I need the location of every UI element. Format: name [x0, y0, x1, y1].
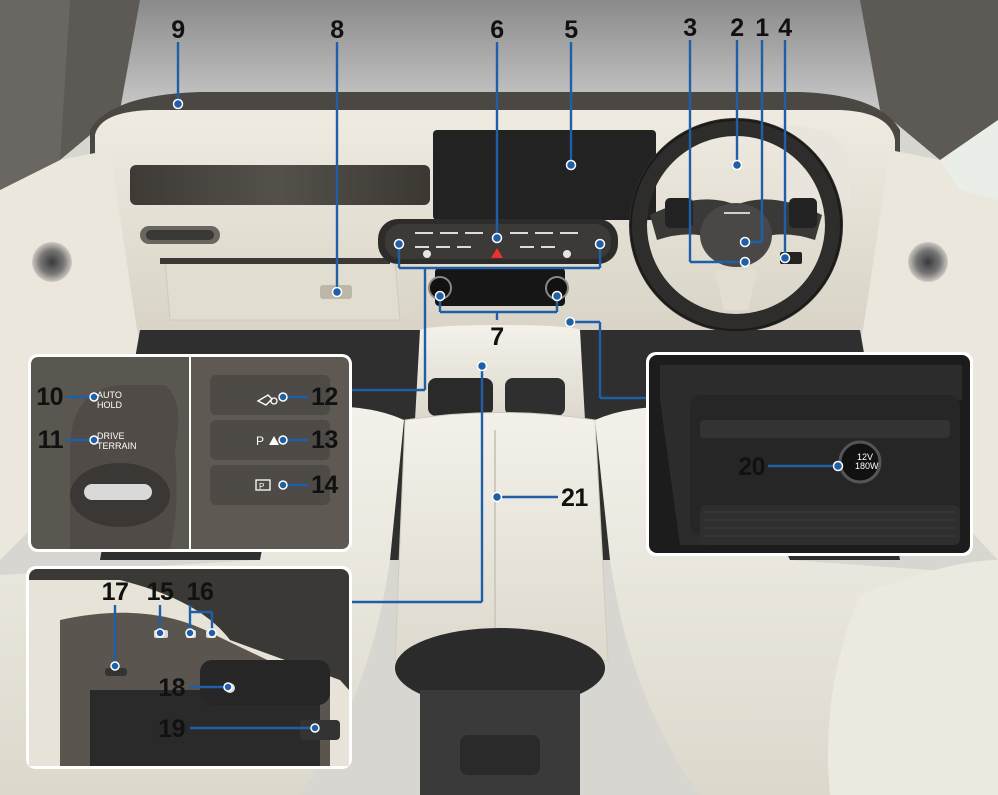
hazard-warning-icon[interactable] [491, 248, 503, 258]
callout-4: 4 [778, 14, 792, 42]
auto-label: AUTO [97, 390, 122, 400]
svg-text:P: P [256, 434, 264, 448]
parking-view-icon[interactable]: P [255, 479, 271, 491]
drive-label: DRIVE [97, 431, 125, 441]
right-air-vent [908, 242, 948, 282]
callout-16: 16 [187, 578, 214, 606]
callout-19: 19 [158, 715, 185, 743]
inset-console-ports [26, 566, 352, 769]
callout-5: 5 [564, 16, 578, 44]
callout-18: 18 [158, 674, 185, 702]
callout-numbers: 1 2 3 4 5 6 7 8 9 10 11 12 13 14 15 16 1… [36, 14, 793, 743]
hold-label: HOLD [97, 400, 123, 410]
parking-assist-icon[interactable]: P [256, 434, 279, 448]
callout-21: 21 [561, 484, 588, 512]
terrain-label: TERRAIN [97, 441, 137, 451]
display-screen [433, 130, 656, 220]
callout-7: 7 [490, 323, 503, 351]
callout-14: 14 [311, 471, 338, 499]
callout-10: 10 [36, 383, 63, 411]
callout-11: 11 [38, 426, 64, 454]
svg-text:P: P [259, 482, 264, 491]
callout-3: 3 [683, 14, 696, 42]
callout-6: 6 [490, 16, 503, 44]
callout-17: 17 [102, 578, 129, 606]
socket-watt-label: 180W [855, 461, 879, 471]
camera-icon[interactable] [256, 394, 278, 406]
inset-drive-controls: AUTO HOLD DRIVE TERRAIN P P [28, 354, 352, 552]
callout-15: 15 [147, 578, 174, 606]
callout-20: 20 [738, 453, 765, 481]
center-console [394, 325, 609, 795]
callout-12: 12 [311, 383, 338, 411]
callout-13: 13 [311, 426, 338, 454]
inset-power-socket: 12V 180W [646, 352, 973, 556]
left-air-vent [32, 242, 72, 282]
socket-12v-label: 12V [857, 452, 873, 462]
callout-2: 2 [730, 14, 743, 42]
callout-1: 1 [755, 14, 769, 42]
callout-9: 9 [171, 16, 184, 44]
leader-lines [66, 40, 844, 733]
callout-8: 8 [330, 16, 344, 44]
steering-hub [700, 203, 772, 267]
